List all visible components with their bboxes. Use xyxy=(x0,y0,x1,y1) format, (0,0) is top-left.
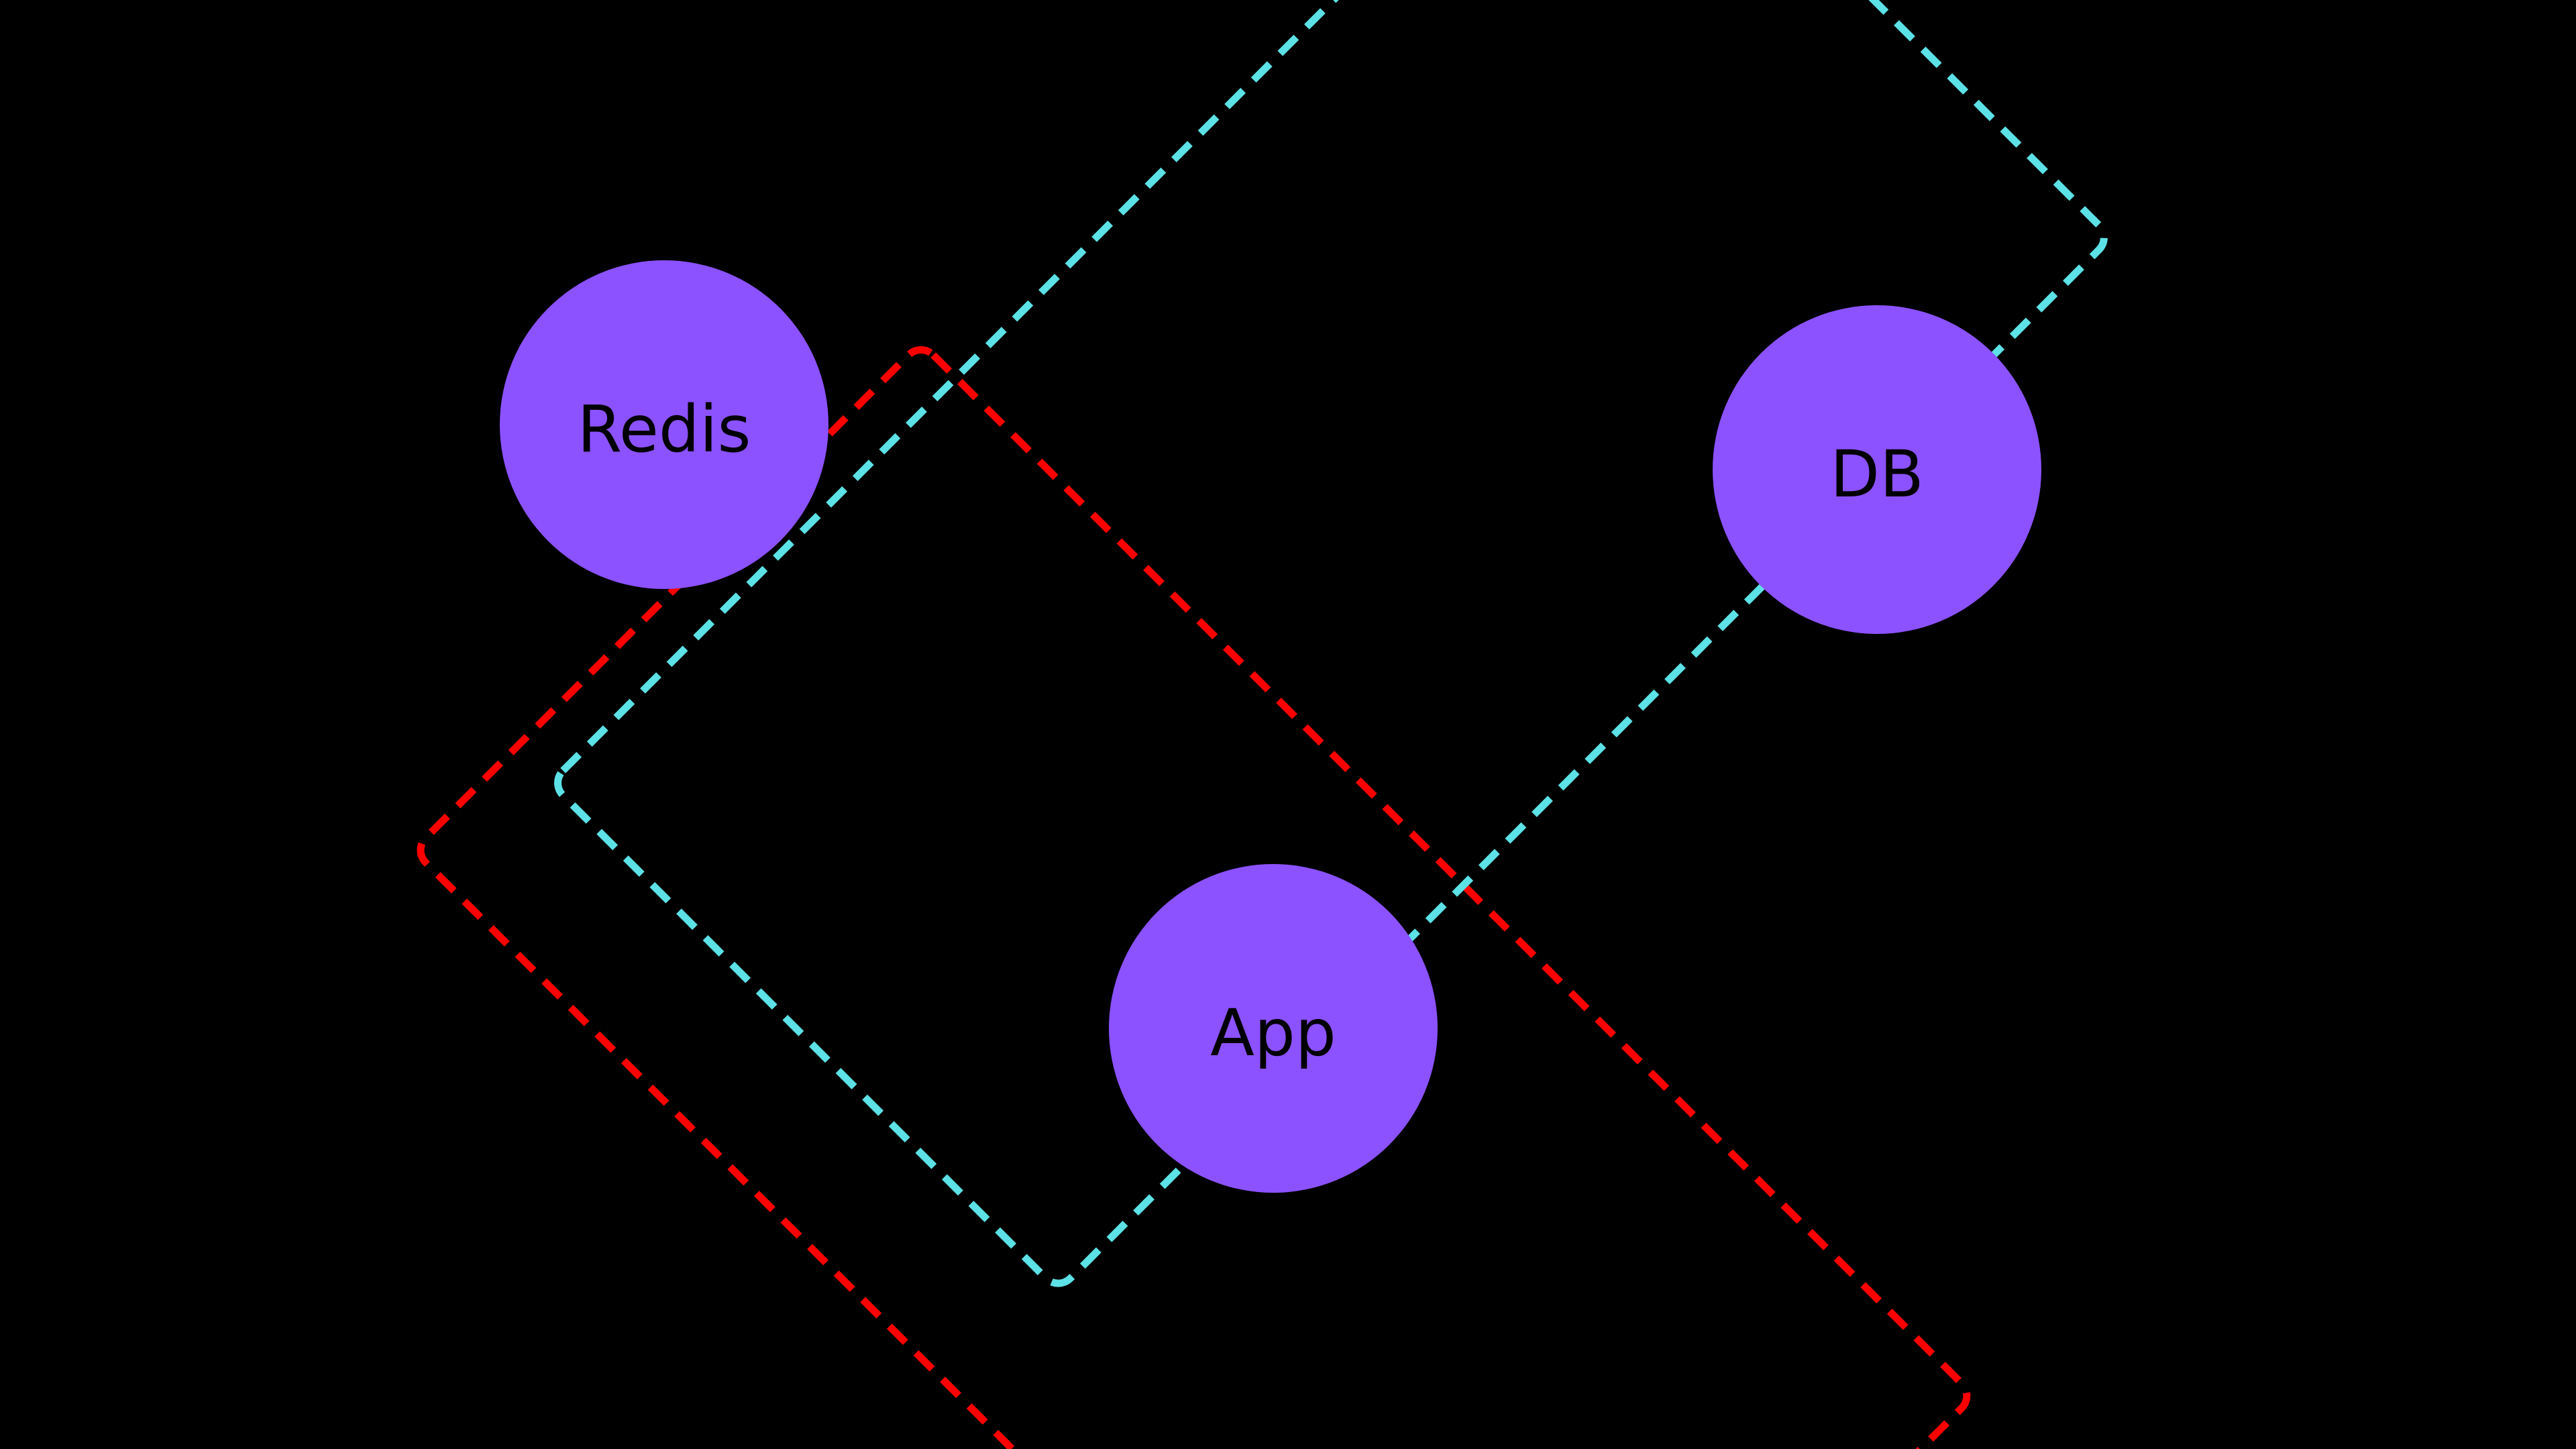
group-cyan-rect[interactable] xyxy=(551,0,2111,1291)
node-redis-circle[interactable] xyxy=(500,260,828,589)
group-boundary-cyan[interactable] xyxy=(551,0,2111,1291)
node-app[interactable]: App xyxy=(1109,864,1438,1193)
node-app-circle[interactable] xyxy=(1109,864,1438,1193)
group-boundary-red[interactable] xyxy=(413,343,1974,1449)
node-db[interactable]: DB xyxy=(1713,305,2041,634)
node-redis[interactable]: Redis xyxy=(500,260,828,589)
group-red-rect[interactable] xyxy=(413,343,1974,1449)
node-db-circle[interactable] xyxy=(1713,305,2041,634)
